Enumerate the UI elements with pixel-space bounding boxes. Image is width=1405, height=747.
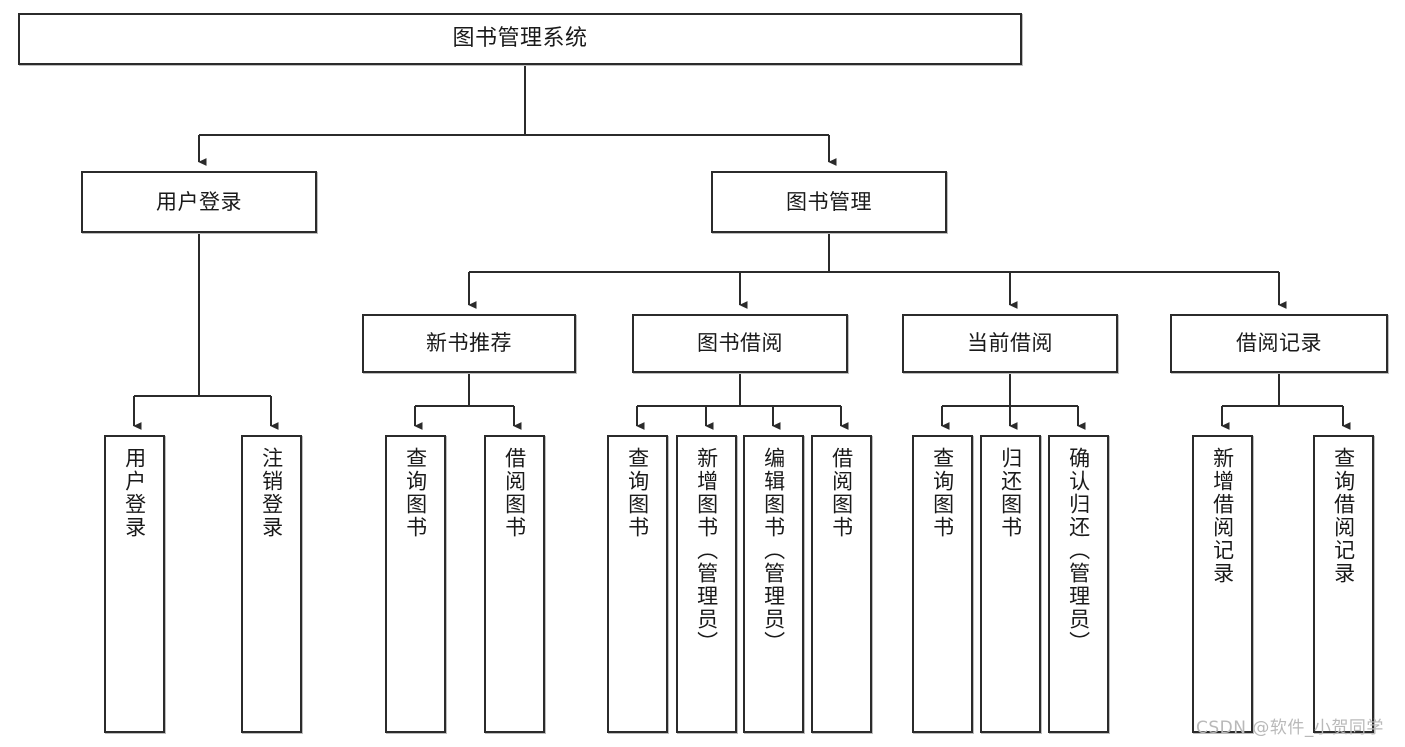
node-leaf-return-book-label: 归还图书 bbox=[998, 447, 1023, 539]
node-borrow-record-label: 借阅记录 bbox=[1236, 331, 1322, 356]
node-leaf-borrow-book-2-label: 借阅图书 bbox=[829, 447, 854, 539]
node-leaf-edit-book-label: 编辑图书（管理员） bbox=[761, 447, 786, 654]
node-leaf-add-book-label: 新增图书（管理员） bbox=[694, 447, 719, 654]
node-leaf-user-login-label: 用户登录 bbox=[122, 447, 147, 539]
node-leaf-query-book-3-label: 查询图书 bbox=[930, 447, 955, 539]
node-leaf-borrow-book-2[interactable]: 借阅图书 bbox=[811, 435, 872, 733]
node-leaf-query-record[interactable]: 查询借阅记录 bbox=[1313, 435, 1374, 733]
node-leaf-query-book-2[interactable]: 查询图书 bbox=[607, 435, 668, 733]
node-book-management-label: 图书管理 bbox=[786, 189, 872, 214]
node-root-system[interactable]: 图书管理系统 bbox=[18, 13, 1022, 65]
node-current-borrow[interactable]: 当前借阅 bbox=[902, 314, 1118, 373]
node-leaf-user-logout[interactable]: 注销登录 bbox=[241, 435, 302, 733]
csdn-watermark: CSDN @软件_小贺同学 bbox=[1196, 718, 1384, 738]
node-leaf-add-record-label: 新增借阅记录 bbox=[1210, 447, 1235, 585]
node-leaf-query-book-2-label: 查询图书 bbox=[625, 447, 650, 539]
node-new-book-recommend[interactable]: 新书推荐 bbox=[362, 314, 576, 373]
node-leaf-edit-book[interactable]: 编辑图书（管理员） bbox=[743, 435, 804, 733]
node-leaf-borrow-book-1[interactable]: 借阅图书 bbox=[484, 435, 545, 733]
node-leaf-user-logout-label: 注销登录 bbox=[259, 447, 284, 539]
node-borrow-record[interactable]: 借阅记录 bbox=[1170, 314, 1388, 373]
node-leaf-add-record[interactable]: 新增借阅记录 bbox=[1192, 435, 1253, 733]
node-current-borrow-label: 当前借阅 bbox=[967, 331, 1053, 356]
node-leaf-add-book[interactable]: 新增图书（管理员） bbox=[676, 435, 737, 733]
node-leaf-return-book[interactable]: 归还图书 bbox=[980, 435, 1041, 733]
node-user-login-label: 用户登录 bbox=[156, 189, 242, 214]
node-user-login[interactable]: 用户登录 bbox=[81, 171, 317, 233]
node-leaf-query-record-label: 查询借阅记录 bbox=[1331, 447, 1356, 585]
node-leaf-user-login[interactable]: 用户登录 bbox=[104, 435, 165, 733]
node-leaf-query-book-1[interactable]: 查询图书 bbox=[385, 435, 446, 733]
node-book-borrow-label: 图书借阅 bbox=[697, 331, 783, 356]
node-root-system-label: 图书管理系统 bbox=[452, 26, 588, 52]
node-leaf-confirm-return[interactable]: 确认归还（管理员） bbox=[1048, 435, 1109, 733]
node-new-book-recommend-label: 新书推荐 bbox=[426, 331, 512, 356]
node-leaf-query-book-1-label: 查询图书 bbox=[403, 447, 428, 539]
node-book-borrow[interactable]: 图书借阅 bbox=[632, 314, 848, 373]
node-leaf-borrow-book-1-label: 借阅图书 bbox=[502, 447, 527, 539]
node-leaf-query-book-3[interactable]: 查询图书 bbox=[912, 435, 973, 733]
node-leaf-confirm-return-label: 确认归还（管理员） bbox=[1066, 447, 1091, 654]
node-book-management[interactable]: 图书管理 bbox=[711, 171, 947, 233]
